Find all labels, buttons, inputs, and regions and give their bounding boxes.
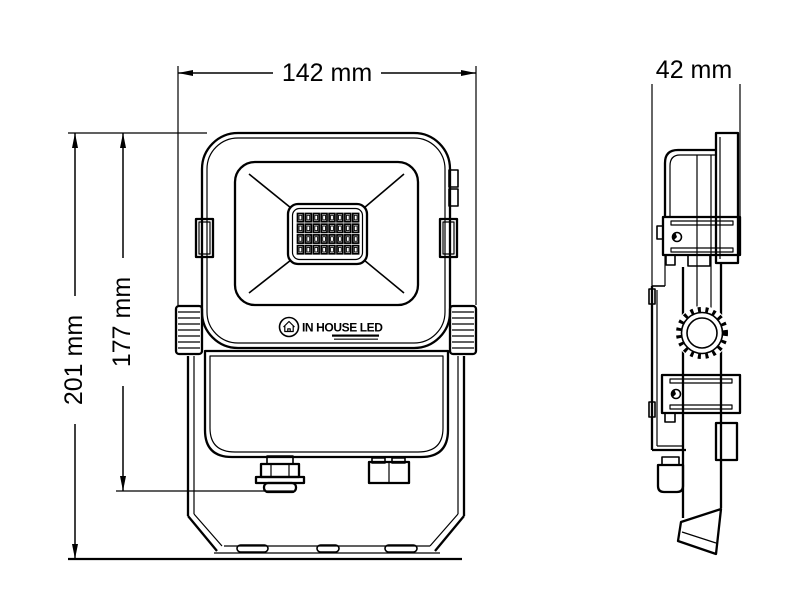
front-driver-box [203, 349, 450, 459]
front-head-housing [200, 131, 452, 350]
front-hinge-tabs [448, 169, 459, 207]
side-bracket-arm [681, 263, 723, 518]
front-connector-block [367, 457, 411, 485]
front-knob-left [174, 304, 204, 356]
logo-house-icon [278, 316, 300, 338]
dimension-overall-height-201: 201 mm [60, 132, 207, 559]
logo-brand-text: IN HOUSE LED [302, 321, 383, 335]
side-back-plate [714, 131, 740, 265]
side-cable-gland [656, 456, 685, 494]
brand-logo: IN HOUSE LED [278, 316, 384, 340]
side-view [648, 131, 742, 556]
dimension-depth-42: 42 mm [651, 56, 741, 286]
side-front-face [648, 255, 686, 452]
front-cable-gland [254, 455, 306, 494]
bracket-base-slots [236, 544, 418, 553]
front-reflector [233, 160, 420, 307]
side-bracket-foot [676, 507, 723, 556]
dimension-body-height-177: 177 mm [108, 133, 293, 492]
front-side-clips [194, 217, 459, 259]
logo-underline [332, 334, 379, 337]
front-knob-right [448, 304, 478, 356]
led-chip-grid [296, 212, 360, 255]
logo-tagline-bar [334, 338, 378, 340]
dim-label-body-height: 177 mm [108, 277, 136, 367]
front-mounting-bracket [68, 356, 466, 561]
side-clamp-lower [660, 373, 742, 462]
front-led-panel [286, 202, 369, 266]
dim-label-overall-height: 201 mm [60, 315, 88, 405]
side-knurled-knob [675, 306, 729, 360]
dim-label-width: 142 mm [282, 59, 372, 87]
side-clamp-upper [656, 215, 742, 267]
dim-label-depth: 42 mm [656, 56, 732, 84]
front-view: IN HOUSE LED [68, 131, 478, 561]
side-head-profile [663, 148, 716, 310]
dimension-width-142: 142 mm [177, 59, 477, 305]
